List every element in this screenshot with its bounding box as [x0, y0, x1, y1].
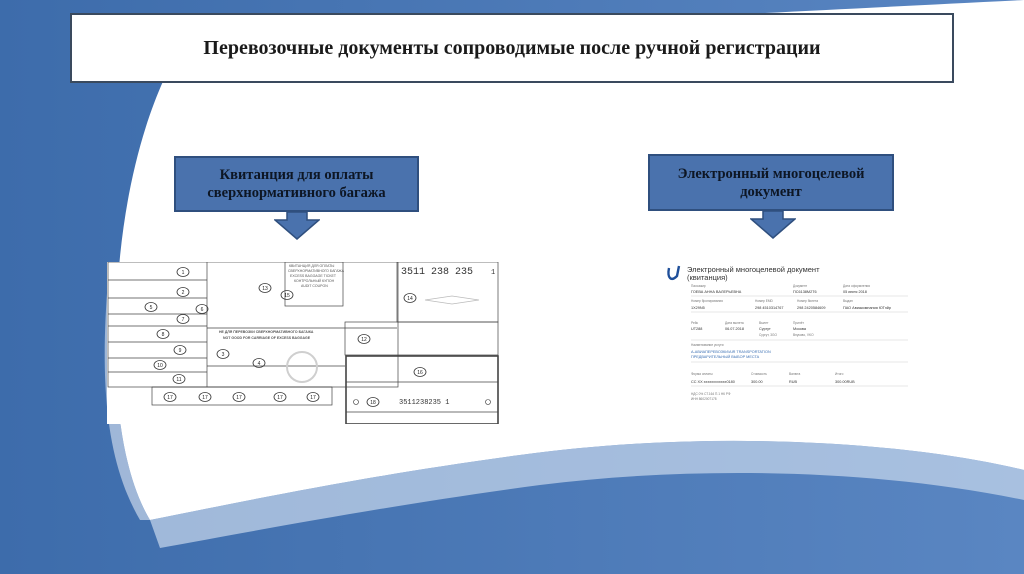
emd-subtitle: (квитанция) — [687, 273, 728, 282]
svg-text:5: 5 — [150, 305, 153, 311]
svg-text:18: 18 — [370, 400, 376, 406]
svg-text:10: 10 — [157, 363, 163, 369]
arrow-down-icon — [750, 211, 796, 239]
svg-text:ИНН 8602007178: ИНН 8602007178 — [691, 397, 717, 401]
svg-text:ПС6138М2Т6: ПС6138М2Т6 — [793, 290, 817, 294]
svg-text:298 2420584609: 298 2420584609 — [797, 306, 826, 310]
ebd-form-drawing: КВИТАНЦИЯ ДЛЯ ОПЛАТЫ СВЕРХНОРМАТИВНОГО Б… — [107, 261, 499, 425]
svg-text:Москва: Москва — [793, 327, 807, 331]
svg-text:Итого: Итого — [835, 372, 844, 376]
svg-text:300.00RUB: 300.00RUB — [835, 380, 855, 384]
svg-text:1X29N5: 1X29N5 — [691, 306, 705, 310]
svg-text:17: 17 — [202, 395, 208, 401]
svg-text:3: 3 — [222, 352, 225, 358]
svg-text:Документ: Документ — [793, 284, 808, 288]
svg-text:4: 4 — [258, 361, 261, 367]
svg-text:CC XX xxxxxxxxxxxx0180: CC XX xxxxxxxxxxxx0180 — [691, 380, 735, 384]
svg-text:А-АВИАПЕРЕВОЗКИ/AIR TRANSPORTA: А-АВИАПЕРЕВОЗКИ/AIR TRANSPORTATION — [691, 350, 771, 354]
svg-text:EXCESS BAGGAGE TICKET: EXCESS BAGGAGE TICKET — [290, 274, 337, 278]
svg-text:Валюта: Валюта — [789, 372, 801, 376]
arrow-down-icon — [274, 212, 320, 240]
emd-title: Электронный многоцелевой документ — [687, 265, 820, 274]
svg-text:Пассажир: Пассажир — [691, 284, 706, 288]
svg-text:9: 9 — [179, 348, 182, 354]
svg-text:Сургут, 3GO: Сургут, 3GO — [759, 333, 778, 337]
svg-text:Номер бронирования: Номер бронирования — [691, 299, 723, 303]
excess-baggage-ticket-image: КВИТАНЦИЯ ДЛЯ ОПЛАТЫ СВЕРХНОРМАТИВНОГО Б… — [107, 261, 499, 425]
emd-label: Электронный многоцелевой документ — [648, 154, 894, 211]
svg-text:Выдан: Выдан — [843, 299, 853, 303]
svg-text:16: 16 — [417, 370, 423, 376]
svg-text:1: 1 — [491, 269, 495, 277]
svg-text:AUDIT COUPON: AUDIT COUPON — [301, 284, 328, 288]
svg-text:Прилёт: Прилёт — [793, 321, 804, 325]
svg-text:НДС 0% СТ.164 П.1 НК РФ: НДС 0% СТ.164 П.1 НК РФ — [691, 392, 731, 396]
svg-text:NOT GOOD FOR CARRIAGE OF EXCES: NOT GOOD FOR CARRIAGE OF EXCESS BAGGAGE — [223, 336, 311, 340]
svg-text:7: 7 — [182, 317, 185, 323]
svg-text:05 июня 2018: 05 июня 2018 — [843, 290, 867, 294]
svg-text:8: 8 — [162, 332, 165, 338]
svg-text:Номер EMD: Номер EMD — [755, 299, 773, 303]
svg-text:298 4510314767: 298 4510314767 — [755, 306, 784, 310]
svg-text:Стоимость: Стоимость — [751, 372, 767, 376]
svg-text:12: 12 — [361, 337, 367, 343]
svg-text:Сургут: Сургут — [759, 327, 771, 331]
svg-text:UT288: UT288 — [691, 327, 702, 331]
svg-text:Вылет: Вылет — [759, 321, 769, 325]
svg-text:Номер билета: Номер билета — [797, 299, 818, 303]
svg-text:17: 17 — [236, 395, 242, 401]
svg-text:КВИТАНЦИЯ ДЛЯ ОПЛАТЫ: КВИТАНЦИЯ ДЛЯ ОПЛАТЫ — [289, 264, 334, 268]
svg-text:13: 13 — [262, 286, 268, 292]
svg-text:Наименование услуги: Наименование услуги — [691, 343, 724, 347]
svg-text:Форма оплаты: Форма оплаты — [691, 372, 713, 376]
svg-text:17: 17 — [310, 395, 316, 401]
svg-text:17: 17 — [167, 395, 173, 401]
title-box: Перевозочные документы сопроводимые посл… — [70, 13, 954, 83]
svg-text:Дата оформления: Дата оформления — [843, 284, 870, 288]
svg-text:3511238235 1: 3511238235 1 — [399, 399, 449, 407]
page-title: Перевозочные документы сопроводимые посл… — [203, 36, 821, 59]
svg-text:ПАО Авиакомпания ЮТэйр: ПАО Авиакомпания ЮТэйр — [843, 306, 891, 310]
svg-text:300.00: 300.00 — [751, 380, 763, 384]
ebd-label-line1: Квитанция для оплаты — [219, 167, 374, 183]
emd-label-line1: Электронный многоцелевой — [677, 165, 865, 182]
emd-drawing: Электронный многоцелевой документ (квита… — [667, 265, 908, 401]
svg-text:06.07.2018: 06.07.2018 — [725, 327, 744, 331]
svg-text:3511 238 235: 3511 238 235 — [401, 267, 473, 278]
svg-text:14: 14 — [407, 296, 413, 302]
svg-text:11: 11 — [176, 377, 181, 383]
svg-text:ГОЕВА АННА ВАЛЕРЬЕВНА: ГОЕВА АННА ВАЛЕРЬЕВНА — [691, 290, 742, 294]
svg-text:Рейс: Рейс — [691, 321, 699, 325]
ebd-label: Квитанция для оплаты сверхнормативного б… — [174, 156, 419, 212]
emd-document-image: Электронный многоцелевой документ (квита… — [663, 262, 913, 414]
svg-text:НЕ ДЛЯ ПЕРЕВОЗКИ СВЕРХНОРМАТИВ: НЕ ДЛЯ ПЕРЕВОЗКИ СВЕРХНОРМАТИВНОГО БАГАЖ… — [219, 330, 314, 334]
svg-text:Дата вылета: Дата вылета — [725, 321, 744, 325]
svg-text:15: 15 — [284, 293, 290, 299]
svg-text:6: 6 — [201, 307, 204, 313]
ebd-label-line2: сверхнормативного багажа — [207, 185, 386, 201]
svg-text:2: 2 — [182, 290, 185, 296]
emd-label-line2: документ — [740, 183, 802, 200]
svg-text:КОНТРОЛЬНЫЙ КУПОН: КОНТРОЛЬНЫЙ КУПОН — [294, 279, 335, 283]
svg-text:ПРЕДВАРИТЕЛЬНЫЙ ВЫБОР МЕСТА: ПРЕДВАРИТЕЛЬНЫЙ ВЫБОР МЕСТА — [691, 355, 760, 359]
svg-text:1: 1 — [182, 270, 185, 276]
svg-text:17: 17 — [277, 395, 283, 401]
svg-text:Внуково, VKO: Внуково, VKO — [793, 333, 814, 337]
svg-text:RUB: RUB — [789, 380, 797, 384]
svg-text:СВЕРХНОРМАТИВНОГО БАГАЖА: СВЕРХНОРМАТИВНОГО БАГАЖА — [288, 269, 345, 273]
